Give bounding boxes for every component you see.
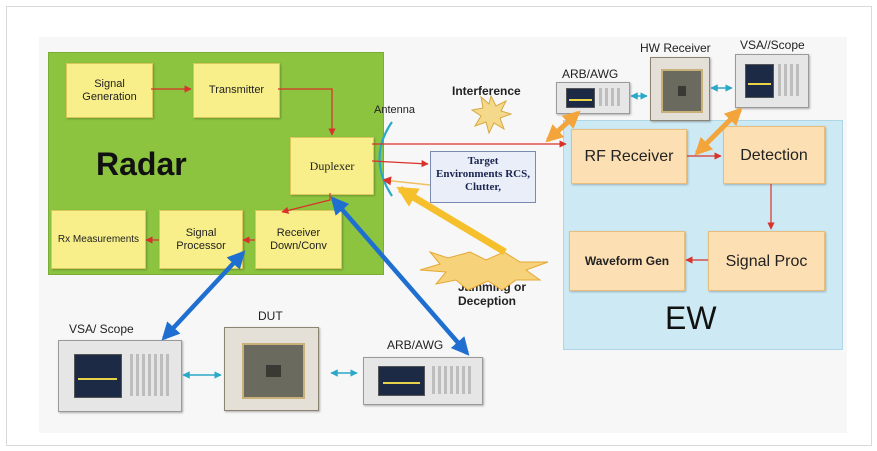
arrow-duplexer-to-target	[371, 160, 429, 168]
dut-device	[224, 327, 319, 411]
antenna-label: Antenna	[374, 104, 415, 116]
bottom-vsa-scope-label: VSA/ Scope	[69, 322, 134, 336]
arrow-transmitter-to-duplexer	[278, 88, 336, 136]
link-duplexer-to-arb	[330, 196, 470, 356]
interference-label: Interference	[452, 84, 521, 98]
target-environments-label: Target Environments RCS, Clutter,	[436, 155, 530, 193]
arrow-duplexer-to-receiver	[281, 193, 331, 214]
top-arb-awg-instrument	[556, 82, 630, 114]
receiver-downconv-block: Receiver Down/Conv	[255, 210, 342, 269]
link-arb-to-rf-receiver	[545, 110, 581, 143]
antenna-icon	[378, 121, 393, 197]
signal-proc-block: Signal Proc	[708, 231, 825, 291]
rf-receiver-block: RF Receiver	[571, 129, 687, 184]
interference-burst-icon	[470, 94, 513, 135]
bottom-arb-awg-instrument	[363, 357, 483, 405]
dut-label: DUT	[258, 309, 283, 323]
jamming-burst-icon	[419, 250, 549, 291]
ew-title: EW	[665, 300, 717, 336]
link-processor-to-vsa	[161, 250, 246, 341]
target-environments-box: Target Environments RCS, Clutter,	[430, 151, 536, 203]
signal-generation-block: Signal Generation	[66, 63, 153, 118]
bottom-vsa-scope-instrument	[58, 340, 182, 412]
top-arb-awg-label: ARB/AWG	[562, 67, 619, 81]
jamming-arrow	[396, 185, 507, 256]
duplexer-block: Duplexer	[290, 137, 374, 195]
hw-receiver-label: HW Receiver	[640, 41, 711, 55]
radar-title: Radar	[96, 146, 187, 182]
waveform-gen-block: Waveform Gen	[569, 231, 685, 291]
link-vsa-to-rf-receiver	[694, 107, 743, 156]
top-vsa-scope-label: VSA//Scope	[740, 38, 805, 52]
arrow-target-return	[382, 176, 431, 186]
top-vsa-scope-instrument	[735, 54, 809, 108]
transmitter-block: Transmitter	[193, 63, 280, 118]
